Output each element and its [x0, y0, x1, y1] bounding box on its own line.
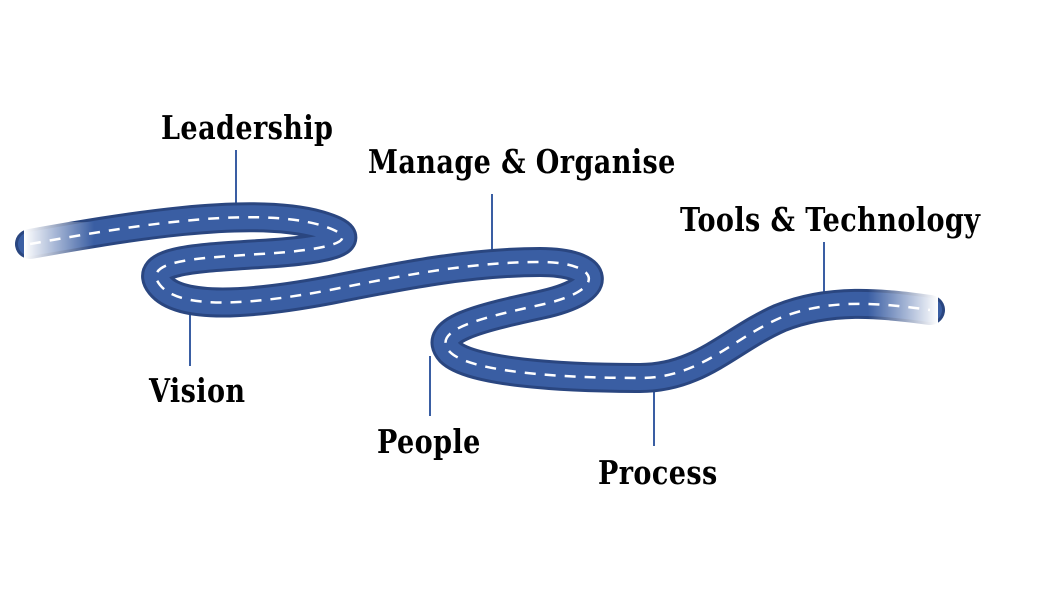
milestone-label-leadership: Leadership	[161, 108, 334, 147]
road	[15, 202, 945, 393]
milestone-label-process: Process	[598, 453, 718, 492]
road-centre-dashes	[29, 215, 931, 380]
milestone-label-people: People	[377, 422, 481, 461]
road-fade-left	[24, 222, 94, 270]
milestone-label-manage-organise: Manage & Organise	[368, 142, 676, 181]
milestone-label-tools-technology: Tools & Technology	[680, 200, 981, 239]
milestone-label-vision: Vision	[149, 371, 246, 410]
road-fade-right	[868, 286, 938, 336]
